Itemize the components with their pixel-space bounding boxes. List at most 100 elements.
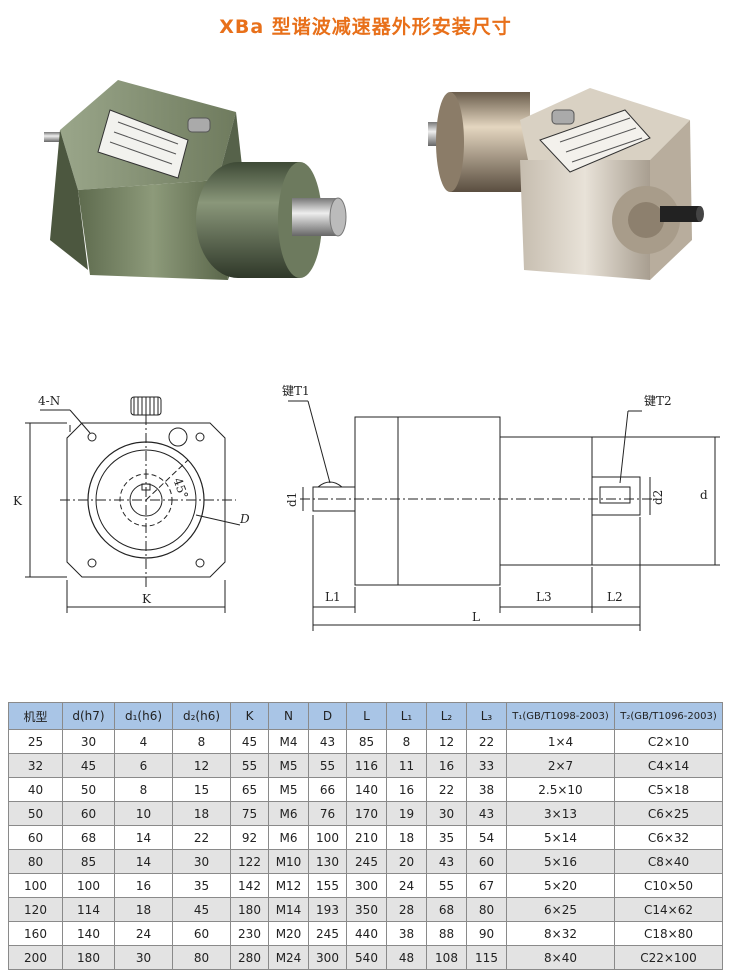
- table-cell: C22×100: [614, 945, 723, 970]
- table-cell: 12: [172, 753, 231, 778]
- table-cell: C2×10: [614, 729, 723, 754]
- table-cell: 24: [114, 921, 173, 946]
- table-cell: 350: [346, 897, 387, 922]
- table-cell: 22: [466, 729, 507, 754]
- table-cell: M14: [268, 897, 309, 922]
- table-cell: C18×80: [614, 921, 723, 946]
- table-cell: 142: [230, 873, 269, 898]
- table-cell: 48: [386, 945, 427, 970]
- table-cell: 43: [466, 801, 507, 826]
- table-cell: 14: [114, 825, 173, 850]
- front-view-flange: [66, 422, 226, 578]
- table-cell: 25: [8, 729, 63, 754]
- table-cell: 22: [172, 825, 231, 850]
- header-d-outer: D: [308, 702, 347, 730]
- header-l2: L₂: [426, 702, 467, 730]
- table-cell: 245: [346, 849, 387, 874]
- label-l2: L2: [607, 590, 623, 604]
- header-d: d(h7): [62, 702, 115, 730]
- table-cell: 60: [172, 921, 231, 946]
- table-cell: 80: [172, 945, 231, 970]
- table-cell: 300: [308, 945, 347, 970]
- table-cell: 122: [230, 849, 269, 874]
- table-cell: 280: [230, 945, 269, 970]
- table-cell: 60: [466, 849, 507, 874]
- table-cell: C8×40: [614, 849, 723, 874]
- table-cell: 160: [8, 921, 63, 946]
- table-cell: M4: [268, 729, 309, 754]
- label-angle: 45°: [170, 476, 190, 501]
- table-cell: 140: [62, 921, 115, 946]
- table-cell: 1×4: [506, 729, 615, 754]
- table-cell: 85: [62, 849, 115, 874]
- table-cell: 245: [308, 921, 347, 946]
- table-cell: M5: [268, 777, 309, 802]
- table-cell: 140: [346, 777, 387, 802]
- table-cell: 45: [172, 897, 231, 922]
- table-cell: 55: [426, 873, 467, 898]
- table-cell: 180: [230, 897, 269, 922]
- table-cell: 16: [386, 777, 427, 802]
- table-cell: 100: [308, 825, 347, 850]
- table-cell: 20: [386, 849, 427, 874]
- table-cell: 30: [114, 945, 173, 970]
- table-cell: 210: [346, 825, 387, 850]
- table-cell: 16: [426, 753, 467, 778]
- spec-table: 机型 d(h7) d₁(h6) d₂(h6) K N D L L₁ L₂ L₃ …: [8, 702, 723, 970]
- header-model: 机型: [8, 702, 63, 730]
- table-cell: 45: [230, 729, 269, 754]
- table-cell: 115: [466, 945, 507, 970]
- table-cell: C6×32: [614, 825, 723, 850]
- table-cell: 15: [172, 777, 231, 802]
- table-cell: 18: [114, 897, 173, 922]
- table-cell: 38: [466, 777, 507, 802]
- label-key-t2: 键T2: [644, 394, 672, 408]
- table-header-row: 机型 d(h7) d₁(h6) d₂(h6) K N D L L₁ L₂ L₃ …: [8, 702, 723, 730]
- table-cell: M5: [268, 753, 309, 778]
- table-cell: 76: [308, 801, 347, 826]
- table-cell: 5×14: [506, 825, 615, 850]
- table-cell: 6: [114, 753, 173, 778]
- table-cell: 100: [8, 873, 63, 898]
- header-t2: T₂(GB/T1096-2003): [614, 702, 723, 730]
- table-cell: 30: [62, 729, 115, 754]
- green-reducer-photo: [44, 80, 347, 280]
- table-cell: 2.5×10: [506, 777, 615, 802]
- label-4n: 4-N: [38, 394, 60, 408]
- dimension-drawings: 4-N K K 45° D 键T1 键T2 d1 d2 d L1 L3 L2 L: [13, 384, 720, 631]
- table-cell: C14×62: [614, 897, 723, 922]
- table-cell: 18: [386, 825, 427, 850]
- table-cell: 300: [346, 873, 387, 898]
- label-d-outer: D: [239, 512, 250, 526]
- table-cell: 67: [466, 873, 507, 898]
- header-l1: L₁: [386, 702, 427, 730]
- table-cell: 60: [8, 825, 63, 850]
- table-cell: 30: [426, 801, 467, 826]
- table-cell: M10: [268, 849, 309, 874]
- table-cell: 4: [114, 729, 173, 754]
- table-cell: 43: [308, 729, 347, 754]
- table-cell: 43: [426, 849, 467, 874]
- table-cell: 68: [62, 825, 115, 850]
- table-cell: 16: [114, 873, 173, 898]
- header-l: L: [346, 702, 387, 730]
- table-cell: 180: [62, 945, 115, 970]
- table-cell: 88: [426, 921, 467, 946]
- table-cell: 35: [426, 825, 467, 850]
- table-cell: 33: [466, 753, 507, 778]
- table-cell: 24: [386, 873, 427, 898]
- table-cell: 8×40: [506, 945, 615, 970]
- label-d1: d1: [285, 492, 299, 507]
- table-cell: C5×18: [614, 777, 723, 802]
- table-cell: 32: [8, 753, 63, 778]
- table-cell: 50: [8, 801, 63, 826]
- side-view-body: [354, 416, 501, 586]
